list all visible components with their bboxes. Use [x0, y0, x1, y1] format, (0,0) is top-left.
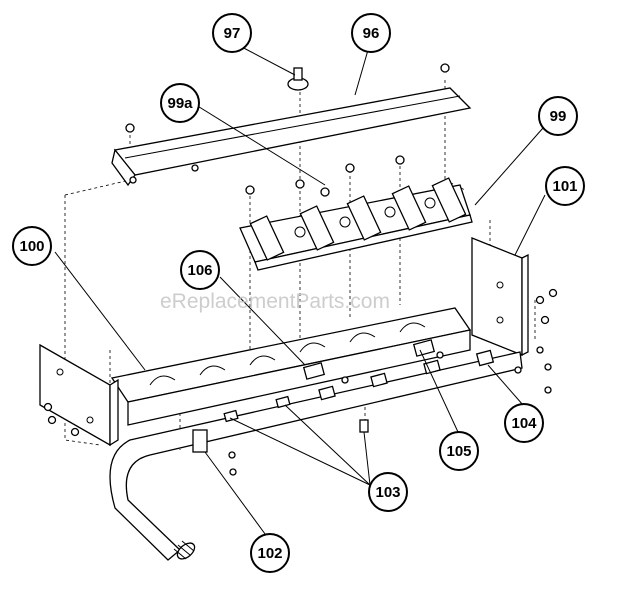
callout-99a-label: 99a [167, 95, 193, 112]
callout-103: 103 [368, 472, 408, 512]
callout-106: 106 [180, 250, 220, 290]
gas-pipe-part [109, 351, 523, 561]
callout-99: 99 [538, 96, 578, 136]
callout-97: 97 [212, 13, 252, 53]
top-cover-part [111, 87, 472, 187]
callout-102: 102 [250, 533, 290, 573]
burner-tray-part [239, 155, 473, 271]
left-panel-part [39, 343, 119, 447]
callout-105-label: 105 [446, 443, 471, 460]
right-panel-part [471, 237, 558, 357]
callout-100-label: 100 [19, 238, 44, 255]
callout-96-label: 96 [363, 25, 380, 42]
callout-96: 96 [351, 13, 391, 53]
callout-105: 105 [439, 431, 479, 471]
callout-103-label: 103 [375, 484, 400, 501]
leader-lines [54, 44, 546, 539]
callout-101-label: 101 [552, 178, 577, 195]
manifold-body-part [110, 307, 472, 426]
callout-106-label: 106 [187, 262, 212, 279]
callout-102-label: 102 [257, 545, 282, 562]
callout-99-label: 99 [550, 108, 567, 125]
callout-104: 104 [504, 403, 544, 443]
callout-97-label: 97 [224, 25, 241, 42]
valve-springs-part [228, 339, 552, 476]
callout-100: 100 [12, 226, 52, 266]
callout-104-label: 104 [511, 415, 537, 432]
watermark-text: eReplacementParts.com [160, 290, 390, 313]
top-cover-screws [125, 63, 450, 184]
callout-99a: 99a [160, 83, 200, 123]
callout-101: 101 [545, 166, 585, 206]
sensor-part [287, 67, 309, 91]
orifices-part [223, 395, 369, 433]
